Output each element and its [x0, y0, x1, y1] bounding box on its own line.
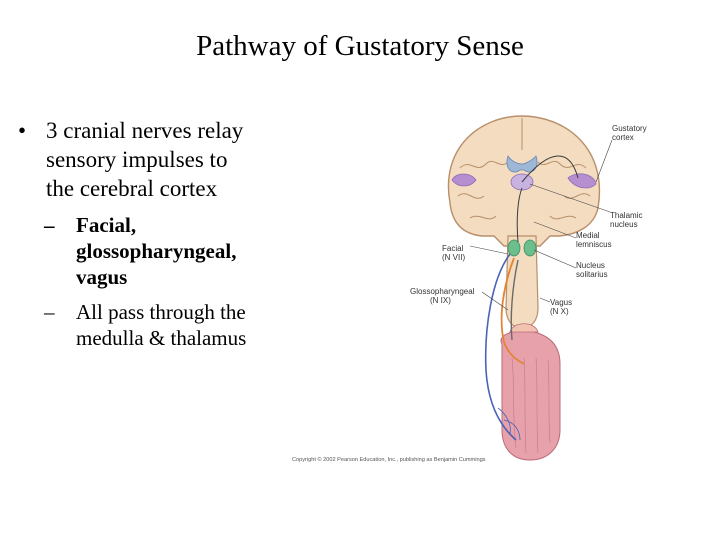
tongue	[500, 330, 561, 461]
label-leader-lines	[469, 139, 613, 311]
label-line: Thalamic	[610, 211, 642, 220]
gustatory-cortex-area	[567, 173, 597, 189]
sub-bullet-marker: –	[44, 213, 55, 237]
label-line: cortex	[612, 133, 634, 142]
sub-bullet-line: Facial,	[76, 213, 137, 237]
sub-bullet-line: medulla & thalamus	[76, 326, 247, 350]
copyright-notice: Copyright © 2002 Pearson Education, Inc.…	[292, 456, 486, 463]
label-line: (N IX)	[430, 296, 451, 305]
label-vagus: Vagus (N X)	[550, 298, 574, 316]
label-medial-lemniscus: Medial lemniscus	[576, 231, 612, 249]
slide-title: Pathway of Gustatory Sense	[196, 30, 524, 62]
sub-bullet-marker: –	[44, 300, 55, 324]
label-line: (N VII)	[442, 253, 465, 262]
facial-nerve	[484, 253, 517, 441]
label-line: Nucleus	[576, 261, 605, 270]
label-glossopharyngeal: Glossopharyngeal (N IX)	[410, 287, 477, 305]
gustatory-pathway-figure: Gustatory cortex Thalamic nucleus Facial…	[410, 115, 649, 461]
label-line: lemniscus	[576, 240, 612, 249]
label-line: Gustatory	[612, 124, 647, 133]
label-line: nucleus	[610, 220, 638, 229]
nucleus-solitarius-right	[523, 239, 537, 257]
vagus-nerve	[510, 259, 519, 341]
bullet-line: 3 cranial nerves relay	[46, 118, 244, 143]
nucleus-solitarius	[507, 239, 521, 257]
facial-nerve-branches	[497, 407, 521, 441]
label-nucleus-solitarius: Nucleus solitarius	[576, 261, 608, 279]
label-line: Facial	[442, 244, 464, 253]
label-thalamic-nucleus: Thalamic nucleus	[610, 211, 645, 229]
sub-bullet-line: vagus	[76, 265, 128, 289]
bullet-line: sensory impulses to	[46, 147, 228, 172]
sub-bullet-nerves: – Facial, glossopharyngeal, vagus	[18, 212, 298, 290]
sub-bullet-line: glossopharyngeal,	[76, 239, 237, 263]
medial-lemniscus-fiber	[516, 187, 523, 243]
main-bullet: • 3 cranial nerves relay sensory impulse…	[18, 116, 298, 203]
label-gustatory-cortex: Gustatory cortex	[612, 124, 649, 142]
thalamocortical-fibers	[521, 155, 579, 183]
label-line: Medial	[576, 231, 600, 240]
bullet-marker: •	[18, 118, 27, 143]
lateral-ventricles	[506, 155, 538, 173]
sub-bullet-line: All pass through the	[76, 300, 246, 324]
label-line: (N X)	[550, 307, 569, 316]
bullet-list: • 3 cranial nerves relay sensory impulse…	[18, 116, 298, 351]
sub-bullet-pathway: – All pass through the medulla & thalamu…	[18, 299, 298, 351]
gustatory-cortex-area-left	[451, 173, 477, 187]
copyright-strip: Copyright © 2002 Pearson Education, Inc.…	[292, 456, 486, 463]
label-line: Vagus	[550, 298, 572, 307]
glossopharyngeal-nerve	[500, 257, 525, 365]
label-line: solitarius	[576, 270, 608, 279]
bullet-line: the cerebral cortex	[46, 176, 218, 201]
label-facial: Facial (N VII)	[442, 244, 466, 262]
gyri-folds	[457, 118, 591, 220]
label-line: Glossopharyngeal	[410, 287, 475, 296]
